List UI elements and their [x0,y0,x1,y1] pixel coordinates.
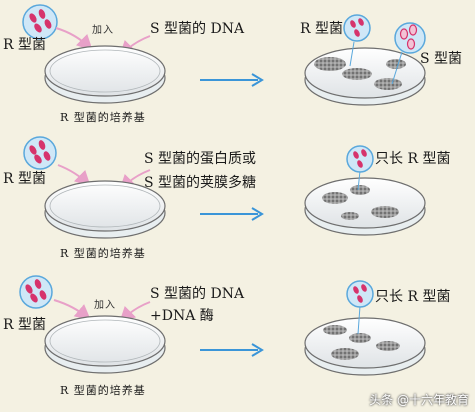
medium-label: R 型菌的培养基 [60,384,146,397]
result-only-label: 只长 R 型菌 [375,151,451,167]
result-r-label: R 型菌 [300,21,343,37]
result-s-label: S 型菌 [420,51,463,67]
medium-label: R 型菌的培养基 [60,111,146,124]
r-colony [323,325,347,335]
result-only-label: 只长 R 型菌 [375,289,451,305]
row-2 [23,136,426,239]
r-bacteria-label: R 型菌 [3,37,46,53]
r-colony [314,57,346,71]
medium-label: R 型菌的培养基 [60,247,146,260]
r-bacteria-label: R 型菌 [3,171,46,187]
process-arrow [200,207,264,221]
add-label: 加入 [94,300,116,311]
treatment-label-line2: S 型菌的荚膜多糖 [144,175,257,191]
treatment-label: S 型菌的 DNA [150,21,245,37]
process-arrow [200,343,264,357]
treatment-label-line2: +DNA 酶 [150,308,214,324]
r-colony [331,348,359,360]
row-3 [19,275,426,376]
treatment-label-line1: S 型菌的蛋白质或 [144,151,257,167]
r-colony [322,192,348,204]
r-colony [371,206,399,218]
r-colony [342,68,372,80]
petri-dish [44,45,166,104]
treatment-label-line1: S 型菌的 DNA [150,286,245,302]
add-label: 加入 [92,25,114,36]
s-colony [386,59,406,69]
add-r-arrow [57,164,91,187]
row-1 [22,4,426,106]
r-bacteria-bubble-icon [22,4,58,40]
result-petri-dish [304,317,426,376]
r-colony [374,78,402,90]
r-colony [349,333,371,343]
r-result-bubble-icon [346,280,374,308]
process-arrow [200,73,264,87]
petri-dish [44,315,166,374]
add-r-arrow [55,27,93,51]
r-result-bubble-icon [346,145,374,173]
r-colony [341,212,359,220]
r-bacteria-bubble-icon [19,275,53,309]
s-result-bubble-icon [394,22,426,54]
result-petri-dish [304,47,426,106]
result-petri-dish [304,177,426,236]
r-colony [350,185,370,195]
add-r-arrow [53,299,92,321]
r-bacteria-bubble-icon [23,136,57,170]
r-colony [376,341,400,351]
petri-dish [44,180,166,239]
r-bacteria-label: R 型菌 [3,317,46,333]
r-result-bubble-icon [343,14,371,42]
watermark: 头条 @十六年教育 [369,393,469,407]
